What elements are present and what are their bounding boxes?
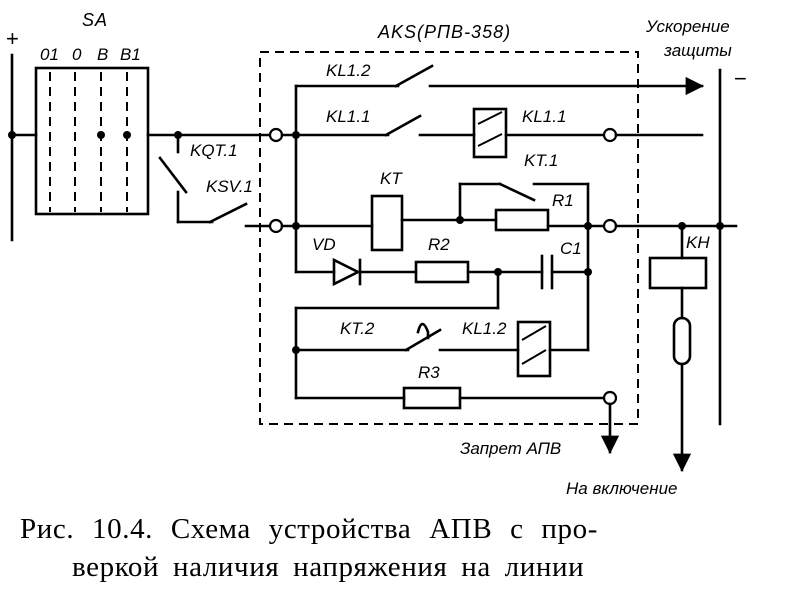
kl11-contact bbox=[384, 114, 422, 137]
sa-position-01: 01 bbox=[40, 45, 59, 64]
acceleration-label-1: Ускорение bbox=[645, 17, 730, 36]
terminal-in-2 bbox=[268, 218, 284, 234]
kt1-contact bbox=[498, 182, 536, 202]
r1-label: R1 bbox=[552, 191, 574, 210]
kqt1-label: KQT.1 bbox=[190, 141, 238, 160]
c1-label: C1 bbox=[560, 239, 582, 258]
terminal-out-kt bbox=[602, 218, 618, 234]
plus-sign: + bbox=[6, 26, 19, 51]
kl11-coil-label: KL1.1 bbox=[522, 107, 566, 126]
terminal-out-block bbox=[602, 390, 618, 406]
sa-switch-body bbox=[34, 66, 150, 216]
r3-label: R3 bbox=[418, 363, 440, 382]
ksv1-label: KSV.1 bbox=[206, 177, 253, 196]
device-label: AKS(РПВ-358) bbox=[377, 22, 511, 42]
kh-indicator bbox=[672, 316, 692, 366]
figure-caption: Рис. 10.4. Схема устройства АПВ с про- в… bbox=[20, 510, 780, 586]
caption-line-1: Рис. 10.4. Схема устройства АПВ с про- bbox=[20, 513, 599, 545]
kt-label: KT bbox=[380, 169, 403, 188]
acceleration-label-2: защиты bbox=[663, 41, 732, 60]
r2-resistor bbox=[414, 260, 470, 284]
minus-sign: − bbox=[734, 66, 747, 91]
r3-resistor bbox=[402, 386, 462, 410]
close-label: На включение bbox=[566, 479, 677, 498]
sa-label: SA bbox=[82, 10, 108, 30]
sa-position-0: 0 bbox=[72, 45, 82, 64]
r2-label: R2 bbox=[428, 235, 450, 254]
terminal-out-kl11 bbox=[602, 127, 618, 143]
sa-position-b1: B1 bbox=[120, 45, 141, 64]
kh-label: KH bbox=[686, 233, 710, 252]
kl12-top-label: KL1.2 bbox=[326, 61, 371, 80]
kt2-delay-symbol bbox=[416, 322, 430, 340]
block-label: Запрет АПВ bbox=[460, 439, 561, 458]
r1-resistor bbox=[494, 208, 550, 232]
kt2-contact bbox=[404, 328, 442, 352]
sa-position-b: B bbox=[97, 45, 108, 64]
terminal-in-1 bbox=[268, 127, 284, 143]
kt2-label: KT.2 bbox=[340, 319, 375, 338]
kl11-label: KL1.1 bbox=[326, 107, 370, 126]
kt-coil bbox=[370, 194, 404, 252]
kl11-coil bbox=[472, 107, 508, 159]
kt1-label: KT.1 bbox=[524, 151, 558, 170]
circuit-diagram: + SA 01 0 B B1 KQT.1 KSV.1 AKS(РПВ-358) … bbox=[6, 10, 747, 498]
kh-relay bbox=[648, 256, 708, 290]
kl12-top-contact bbox=[394, 64, 434, 88]
kqt1-contact bbox=[158, 156, 188, 194]
aks-enclosure bbox=[259, 51, 639, 425]
vd-label: VD bbox=[312, 235, 336, 254]
ksv1-contact bbox=[208, 202, 248, 224]
kl12-coil-label: KL1.2 bbox=[462, 319, 507, 338]
kl12-coil bbox=[516, 320, 552, 378]
caption-line-2: веркой наличия напряжения на линии bbox=[72, 551, 585, 583]
vd-diode bbox=[332, 257, 361, 287]
